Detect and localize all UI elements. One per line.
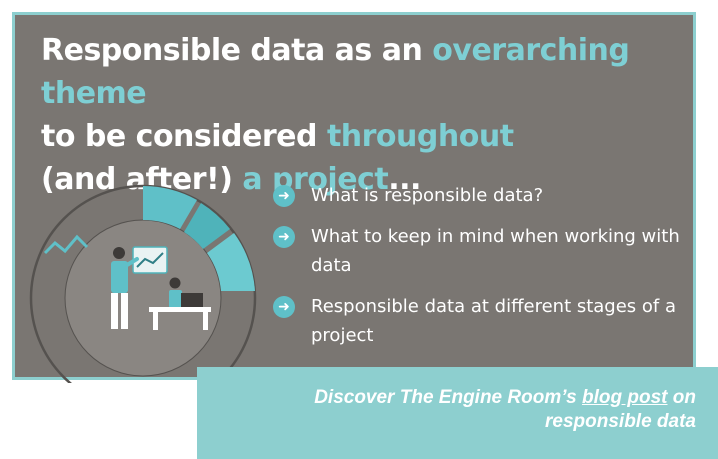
ring-segment-2 xyxy=(184,203,230,249)
desk-top xyxy=(149,307,211,312)
slide-title: Responsible data as an overarching theme… xyxy=(41,29,691,201)
banner-text: Discover The Engine Room’s blog post on … xyxy=(207,386,696,434)
data-worker-illustration xyxy=(29,184,257,383)
slide-card: Responsible data as an overarching theme… xyxy=(12,12,696,383)
title-ellipsis: ... xyxy=(388,162,421,197)
person-standing-arm xyxy=(125,257,139,267)
ring-segment-1 xyxy=(143,186,197,229)
title-line2-text: to be considered xyxy=(41,119,327,154)
person-seated-head xyxy=(169,277,181,289)
person-seated-body xyxy=(169,290,182,308)
list-item: ➜ Responsible data at different stages of… xyxy=(273,292,693,350)
person-standing-body xyxy=(111,261,128,293)
title-line1-text: Responsible data as an xyxy=(41,33,433,68)
ring-segment-3 xyxy=(207,233,255,291)
title-highlight-throughout: throughout xyxy=(326,119,514,154)
banner-text-before-link: Discover The Engine Room’s xyxy=(314,387,583,408)
arrow-right-icon: ➜ xyxy=(273,296,295,318)
desk-leg-right xyxy=(203,312,208,330)
list-item: ➜ What to keep in mind when working with … xyxy=(273,222,693,280)
list-item-text: What to keep in mind when working with d… xyxy=(311,226,680,276)
board-chart-line xyxy=(136,252,164,268)
banner-text-after-link: on responsible data xyxy=(545,387,696,432)
title-highlight-overarching-theme: overarching theme xyxy=(41,33,630,111)
person-standing-leg-right xyxy=(121,293,128,329)
laptop-icon xyxy=(181,293,203,307)
list-item-text: What is responsible data? xyxy=(311,185,544,206)
blog-post-link[interactable]: blog post xyxy=(582,387,668,408)
topic-list: ➜ What is responsible data? ➜ What to keep… xyxy=(273,181,693,362)
person-standing-head xyxy=(113,247,125,259)
list-item: ➜ What is responsible data? xyxy=(273,181,693,210)
person-standing-leg-left xyxy=(111,293,118,329)
arrow-right-icon: ➜ xyxy=(273,185,295,207)
arrow-right-icon: ➜ xyxy=(273,226,295,248)
title-highlight-a-project: a project xyxy=(242,162,389,197)
title-line3-text: (and after!) xyxy=(41,162,243,197)
list-item-text: Responsible data at different stages of … xyxy=(311,296,677,346)
desk-leg-left xyxy=(153,312,158,330)
trend-line-icon xyxy=(43,234,89,255)
blog-post-banner: Discover The Engine Room’s blog post on … xyxy=(197,367,718,459)
